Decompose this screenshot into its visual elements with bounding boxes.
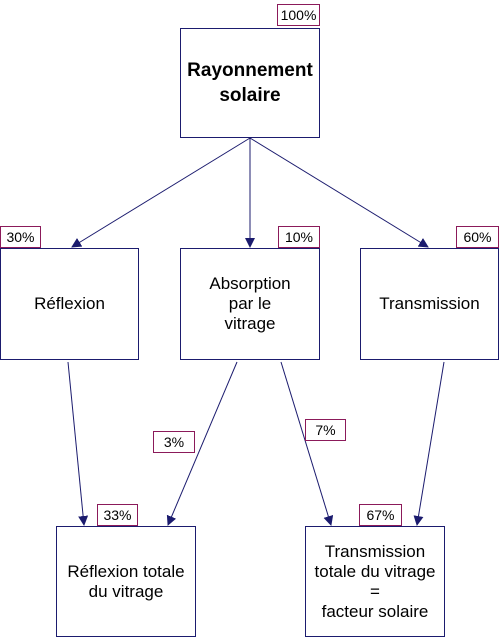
edge-reflexion-to-reflexion_totale [67,361,89,526]
node-label: Rayonnement solaire [187,60,313,106]
percent-badge-transmission: 60% [456,226,499,248]
edge-label-3-percent: 3% [153,431,195,453]
node-reflexion-totale: Réflexion totale du vitrage [56,526,196,637]
percent-badge-reflexion: 30% [0,226,41,248]
node-rayonnement-solaire: Rayonnement solaire [180,28,320,138]
percent-badge-reflexion-totale: 33% [97,504,138,526]
node-reflexion: Réflexion [0,248,139,360]
node-transmission-totale: Transmission totale du vitrage = facteur… [305,526,445,637]
node-label: Absorption par le vitrage [209,274,291,333]
node-absorption: Absorption par le vitrage [180,248,320,360]
edge-absorption-to-reflexion_totale [166,361,238,526]
node-label: Transmission [379,294,480,313]
edge-absorption-to-transmission_totale [280,361,334,526]
node-transmission: Transmission [360,248,499,360]
percent-badge-absorption: 10% [278,226,320,248]
percent-badge-solaire: 100% [277,4,320,26]
node-label: Réflexion [34,294,105,313]
edge-transmission-to-transmission_totale [413,361,445,526]
edge-label-7-percent: 7% [305,419,346,441]
node-label: Réflexion totale du vitrage [67,561,185,601]
edge-solar-to-transmission [249,137,429,248]
edge-solar-to-reflexion [71,137,251,248]
percent-badge-transmission-totale: 67% [359,504,402,526]
node-label: Transmission totale du vitrage = facteur… [314,541,436,621]
